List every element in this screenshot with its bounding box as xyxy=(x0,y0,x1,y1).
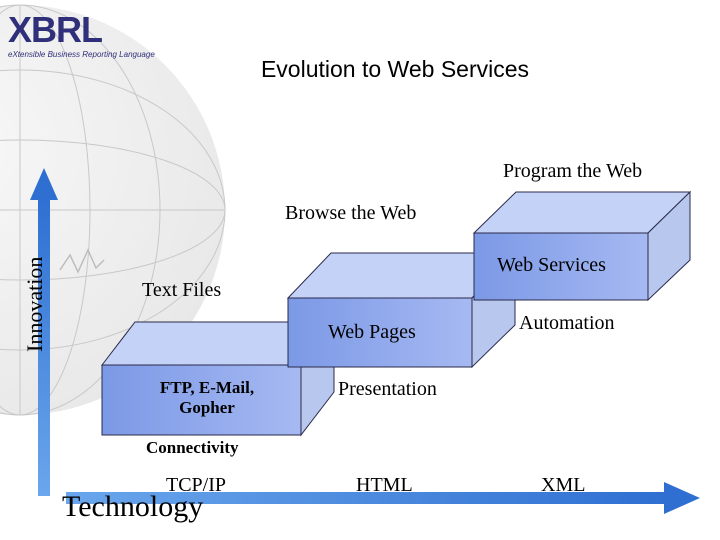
technology-label-tcpip: TCP/IP xyxy=(166,474,227,496)
innovation-axis-label: Innovation xyxy=(22,256,47,352)
block-label-web-services: Web Services xyxy=(497,254,606,276)
technology-label-xml: XML xyxy=(541,474,586,496)
innovation-arrow xyxy=(30,168,58,496)
category-label-automation: Automation xyxy=(519,312,615,334)
logo-tagline: eXtensible Business Reporting Language xyxy=(8,50,155,59)
block-label-web-pages: Web Pages xyxy=(328,321,416,343)
page-title: Evolution to Web Services xyxy=(260,56,530,82)
technology-axis-label: Technology xyxy=(62,490,204,523)
category-label-presentation: Presentation xyxy=(338,378,437,400)
block-label-ftp-email-gopher: FTP, E-Mail, Gopher xyxy=(159,378,255,417)
xbrl-logo: XBRL eXtensible Business Reporting Langu… xyxy=(6,9,155,62)
level-label-program-the-web: Program the Web xyxy=(503,160,643,182)
technology-arrow xyxy=(66,482,700,514)
category-label-connectivity: Connectivity xyxy=(146,438,239,457)
stage-block-1 xyxy=(100,320,336,437)
stage-block-3 xyxy=(472,190,692,302)
level-label-text-files: Text Files xyxy=(142,279,222,301)
logo-wordmark: XBRL xyxy=(8,9,103,50)
technology-label-html: HTML xyxy=(356,474,413,496)
level-label-browse-the-web: Browse the Web xyxy=(285,202,417,224)
stage-block-2 xyxy=(286,251,517,369)
